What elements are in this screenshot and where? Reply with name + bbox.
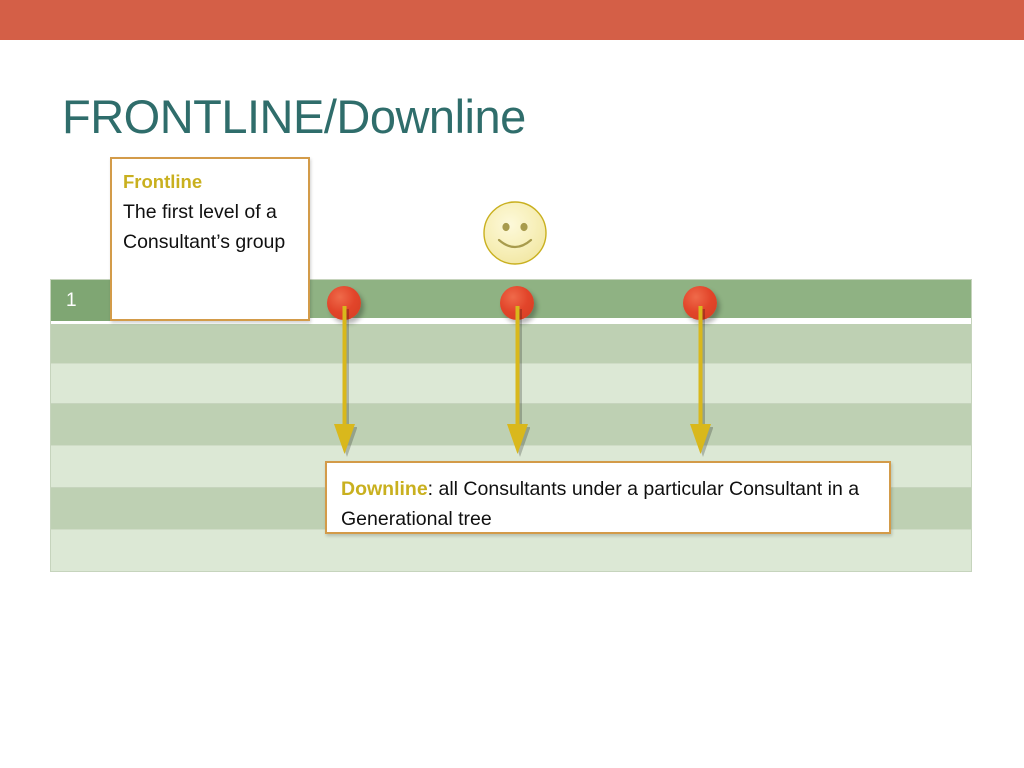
downline-arrow (687, 304, 714, 458)
smiley-face-icon (482, 200, 548, 266)
downline-arrow (331, 304, 358, 458)
downline-callout: Downline: all Consultants under a partic… (325, 461, 891, 534)
table-row (51, 324, 971, 364)
top-accent-bar (0, 0, 1024, 40)
table-row (51, 530, 971, 572)
downline-arrow (504, 304, 531, 458)
frontline-keyword: Frontline (123, 171, 203, 192)
generation-level-label: 1 (51, 280, 119, 321)
downline-keyword: Downline (341, 478, 428, 500)
table-row (51, 364, 971, 404)
frontline-description: The first level of a Consultant’s group (123, 201, 286, 253)
page-title: FRONTLINE/Downline (62, 90, 526, 143)
downline-description: : all Consultants under a particular Con… (341, 478, 860, 530)
